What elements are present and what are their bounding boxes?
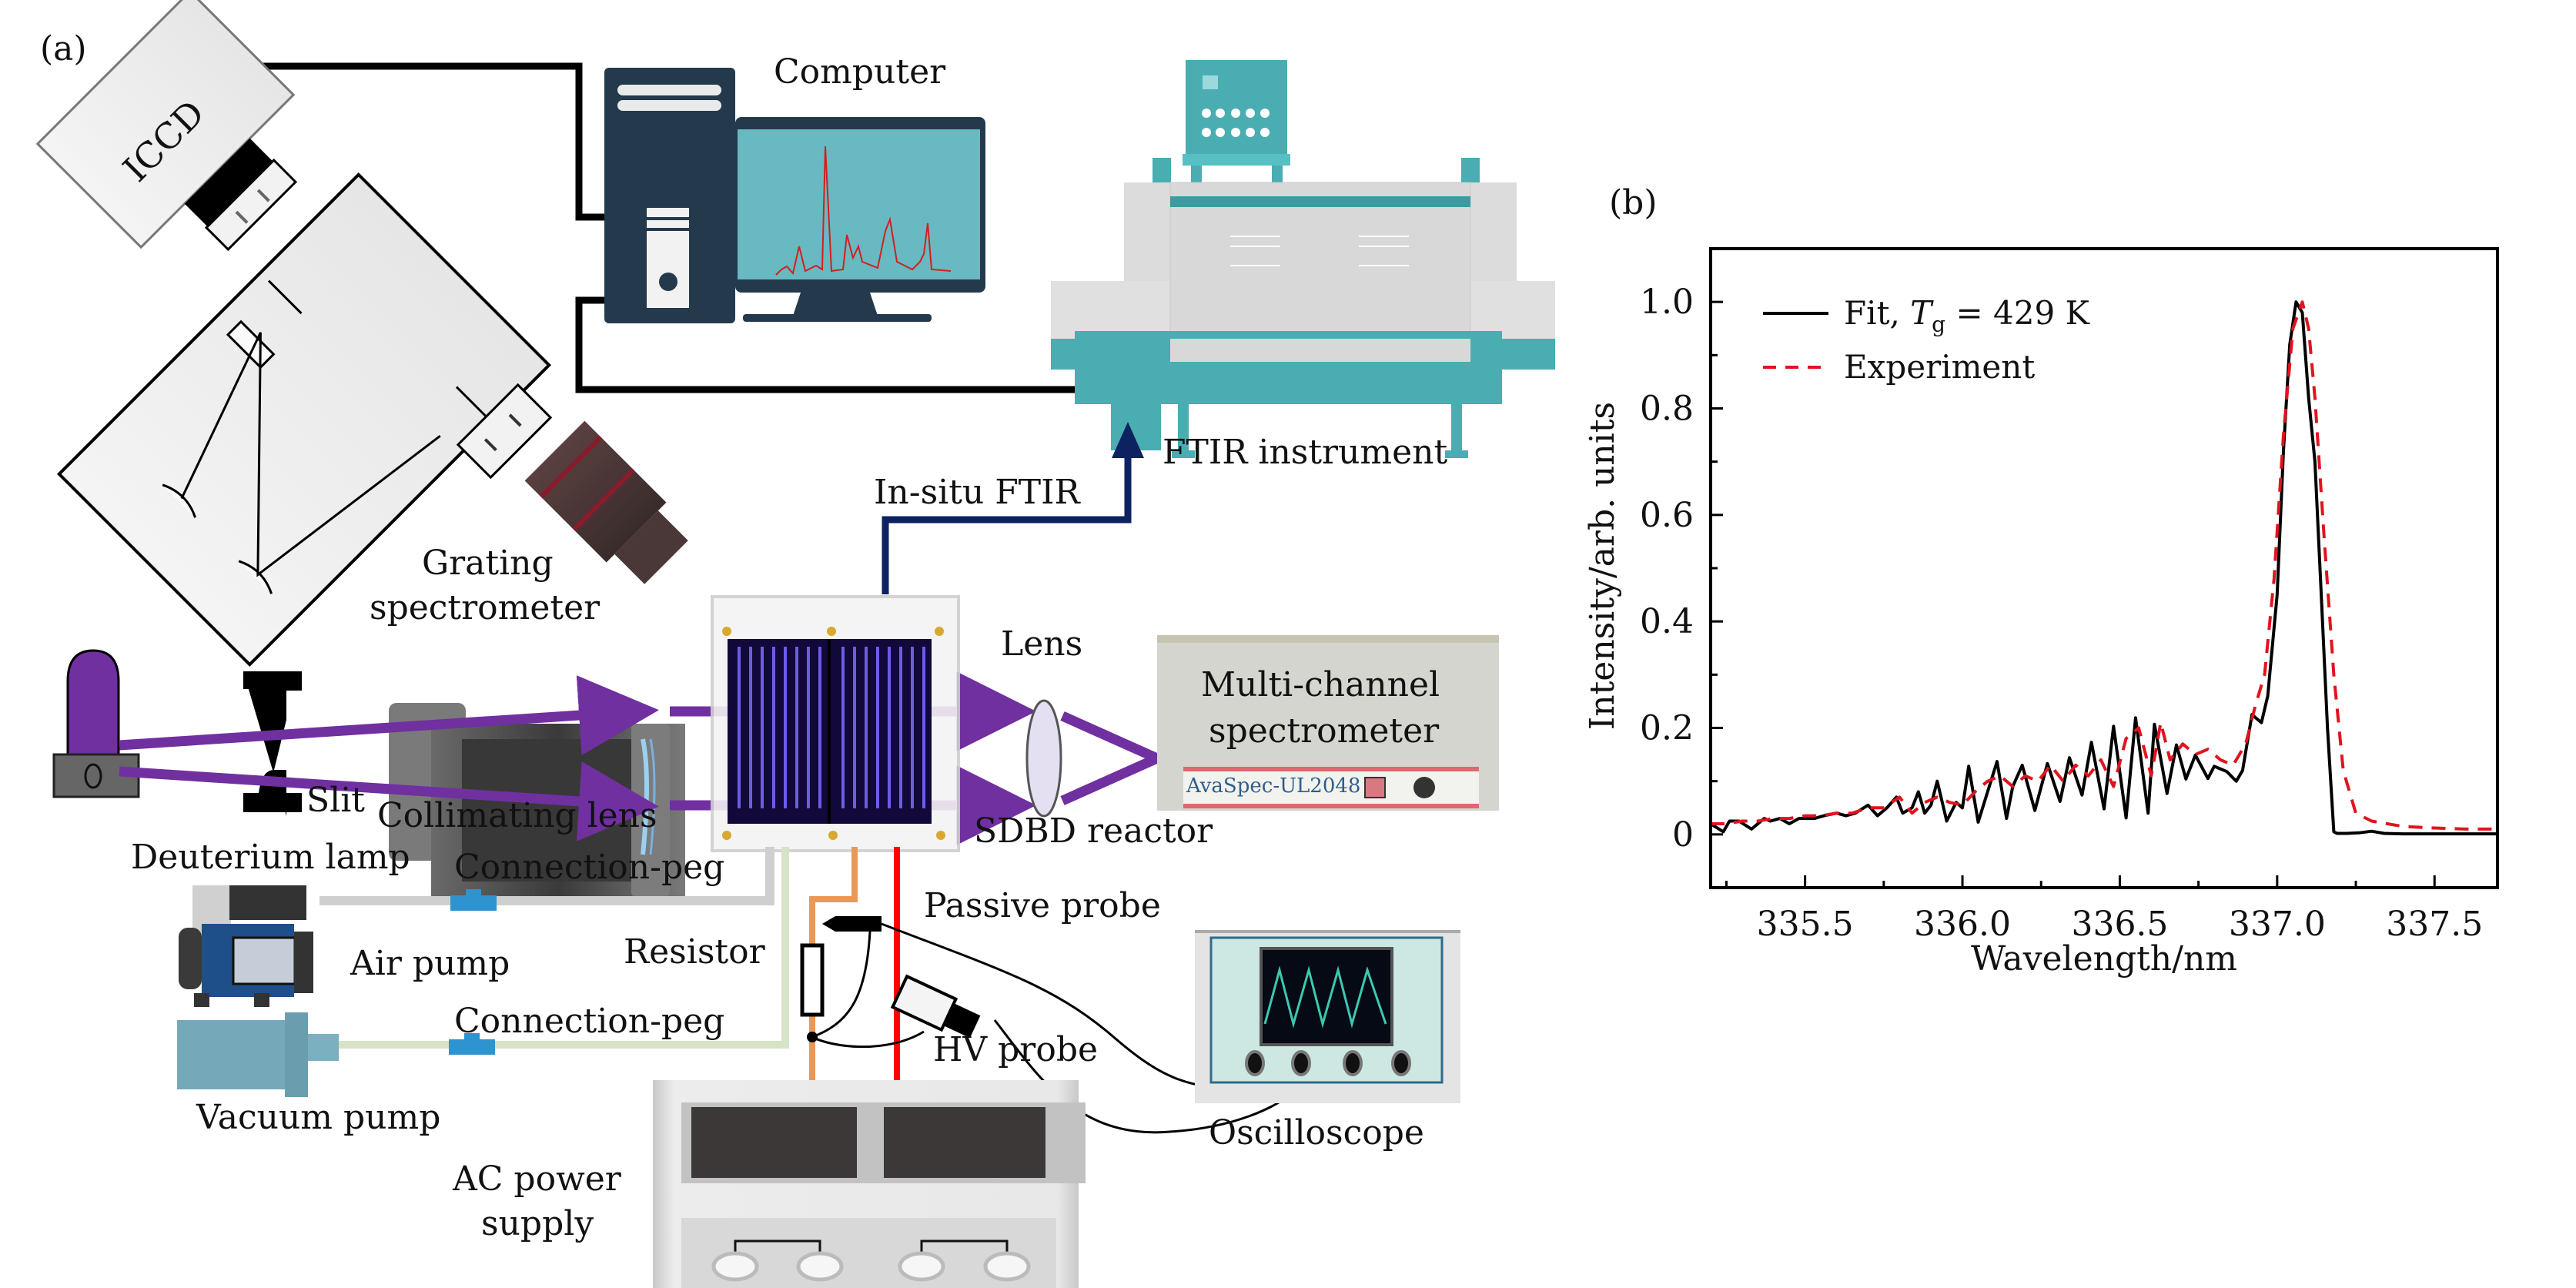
ac-power-label-1: AC power xyxy=(453,1159,621,1199)
computer-label: Computer xyxy=(774,52,946,92)
grating-spectrometer-label-1: Grating xyxy=(422,544,554,583)
focusing-lens xyxy=(1025,699,1062,818)
fit-series-line xyxy=(1709,300,2497,836)
oscilloscope-label: Oscilloscope xyxy=(1209,1113,1424,1153)
ac-power-supply xyxy=(653,1080,1086,1288)
oscilloscope xyxy=(1195,930,1460,1103)
hv-probe xyxy=(890,974,981,1039)
resistor-label: Resistor xyxy=(624,932,765,972)
resistor xyxy=(800,943,825,1017)
passive-probe xyxy=(822,916,882,932)
x-tick-label: 336.0 xyxy=(1914,905,2011,944)
grating-spectrometer xyxy=(56,172,552,667)
sdbd-reactor-label: SDBD reactor xyxy=(974,811,1213,851)
iccd-camera xyxy=(35,0,298,252)
ftir-instrument-label: FTIR instrument xyxy=(1163,433,1448,472)
y-tick-label: 0.6 xyxy=(1640,496,1694,535)
air-pump xyxy=(179,885,313,1007)
panel-a-label: (a) xyxy=(40,29,87,69)
y-tick-label: 0.2 xyxy=(1640,709,1694,748)
lens-label: Lens xyxy=(1001,624,1083,664)
multichannel-spectrometer-label-1: Multi-channel xyxy=(1201,665,1440,704)
slit-label: Slit xyxy=(306,781,365,820)
grating-spectrometer-label-2: spectrometer xyxy=(370,588,601,627)
ftir-instrument xyxy=(1051,60,1555,458)
legend-experiment-label: Experiment xyxy=(1844,348,2035,386)
y-tick-label: 0.4 xyxy=(1640,602,1694,641)
connection-peg-label-2: Connection-peg xyxy=(454,1002,725,1041)
hv-probe-label: HV probe xyxy=(933,1030,1099,1069)
air-pump-label: Air pump xyxy=(350,944,510,983)
collimating-lens-label: Collimating lens xyxy=(377,796,657,835)
y-tick-label: 0 xyxy=(1672,815,1694,855)
spectrometer-model-label: AvaSpec-UL2048 xyxy=(1186,774,1361,798)
x-tick-label: 337.5 xyxy=(2386,905,2483,944)
panel-b-label: (b) xyxy=(1609,183,1658,222)
plot-frame xyxy=(1709,247,2499,889)
y-axis-label: Intensity/arb. units xyxy=(1583,402,1622,730)
y-tick-label: 1.0 xyxy=(1640,283,1694,322)
deuterium-lamp-label: Deuterium lamp xyxy=(131,838,410,877)
sdbd-reactor xyxy=(711,595,960,852)
x-tick-label: 337.0 xyxy=(2229,905,2326,944)
vacuum-pump xyxy=(177,1012,339,1097)
connection-peg-label-1: Connection-peg xyxy=(454,848,725,887)
multichannel-spectrometer xyxy=(1157,635,1499,811)
spectrometer-lens xyxy=(524,420,688,584)
experiment-series-line xyxy=(1711,300,2497,831)
legend: Fit, Tg = 429 K Experiment xyxy=(1763,294,2091,386)
ac-power-label-2: supply xyxy=(481,1204,594,1243)
data-cable xyxy=(239,62,1093,393)
in-situ-ftir-arrow xyxy=(882,422,1144,594)
computer xyxy=(604,68,985,323)
legend-fit-label: Fit, Tg = 429 K xyxy=(1844,294,2091,337)
in-situ-ftir-label: In-situ FTIR xyxy=(874,473,1080,512)
connection-peg-icon xyxy=(449,889,497,1055)
x-tick-label: 336.5 xyxy=(2071,905,2168,944)
multichannel-spectrometer-label-2: spectrometer xyxy=(1209,711,1440,751)
x-tick-label: 335.5 xyxy=(1757,905,1854,944)
passive-probe-label: Passive probe xyxy=(924,886,1161,925)
x-axis-label: Wavelength/nm xyxy=(1971,939,2237,979)
y-tick-label: 0.8 xyxy=(1640,390,1694,429)
vacuum-pump-label: Vacuum pump xyxy=(196,1098,441,1137)
spectrometer-entrance xyxy=(456,383,553,480)
